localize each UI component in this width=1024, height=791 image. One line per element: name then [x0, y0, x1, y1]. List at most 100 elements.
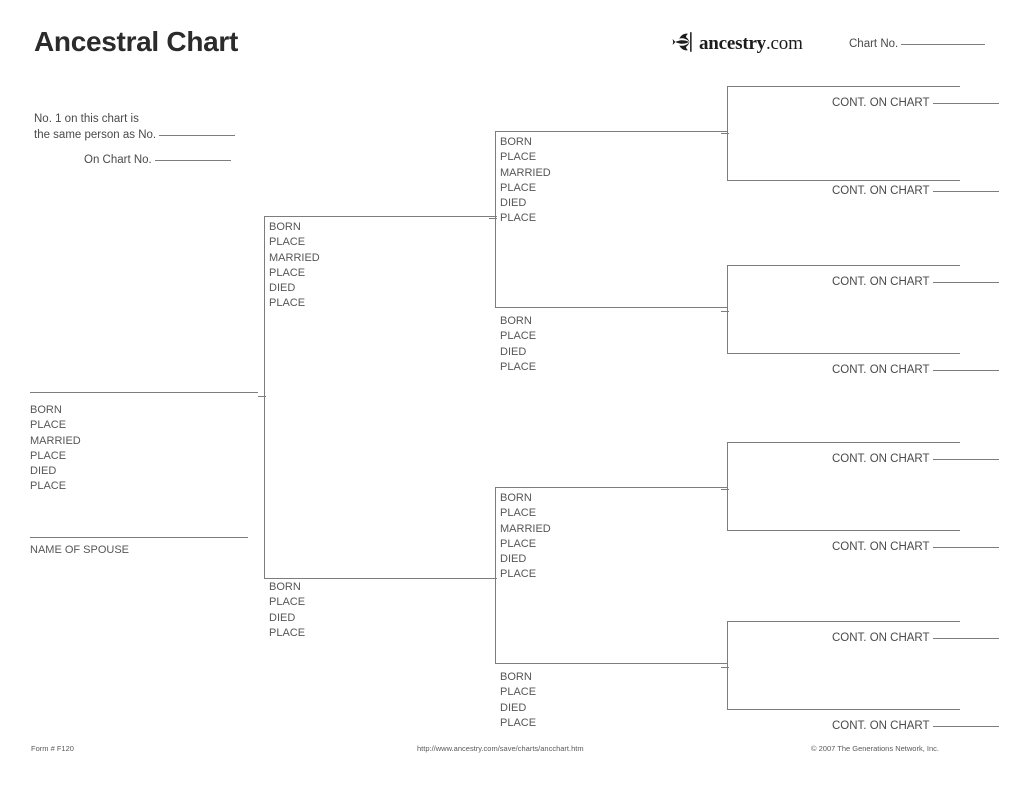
gen1-married: MARRIED [30, 434, 81, 447]
gen2-mother-place-1: PLACE [269, 596, 306, 609]
gen3-pgf-name-line[interactable] [495, 131, 728, 132]
gen2-father-place-1: PLACE [269, 236, 306, 249]
gen2-father-died: DIED [269, 282, 296, 295]
same-person-number-blank[interactable] [159, 135, 236, 136]
gen3-mgm-name-line[interactable] [495, 663, 728, 664]
cont-on-chart-8: CONT. ON CHART [832, 720, 999, 732]
gen2-father-married: MARRIED [269, 251, 320, 264]
cont-on-chart-5-blank[interactable] [932, 459, 999, 460]
gen3-mgm-fields: BORN PLACE DIED PLACE [500, 670, 536, 731]
logo-tld: .com [766, 33, 803, 54]
cont-on-chart-1-blank[interactable] [932, 103, 999, 104]
gen3-mgf-married: MARRIED [500, 522, 551, 535]
cont-on-chart-2: CONT. ON CHART [832, 185, 999, 197]
gen3-mgf-place-2: PLACE [500, 537, 537, 550]
gen3-mgm-died: DIED [500, 701, 527, 714]
gen3-mgf-place-3: PLACE [500, 568, 537, 581]
gen2-father-to-gen3-connector [489, 218, 497, 219]
gen3-mgf-fields: BORN PLACE MARRIED PLACE DIED PLACE [500, 491, 551, 583]
gen4-bracket-1-bottom-line[interactable] [727, 180, 960, 181]
cont-on-chart-3-blank[interactable] [932, 282, 999, 283]
same-person-note: No. 1 on this chart is the same person a… [34, 111, 236, 143]
chart-no-label: Chart No. [849, 38, 899, 50]
gen2-mother-place-2: PLACE [269, 626, 306, 639]
gen3-pgm-name-line[interactable] [495, 307, 728, 308]
cont-on-chart-4: CONT. ON CHART [832, 364, 999, 376]
cont-on-chart-5: CONT. ON CHART [832, 453, 999, 465]
gen4-bracket-1-top-line[interactable] [727, 86, 960, 87]
gen3-pgm-fields: BORN PLACE DIED PLACE [500, 314, 536, 375]
gen1-place-3: PLACE [30, 480, 67, 493]
cont-on-chart-7: CONT. ON CHART [832, 632, 999, 644]
same-person-line2: the same person as No. [34, 129, 157, 141]
page-title: Ancestral Chart [34, 26, 239, 57]
gen4-bracket-2-bottom-line[interactable] [727, 353, 960, 354]
cont-on-chart-2-label: CONT. ON CHART [832, 185, 930, 197]
gen1-spouse-label: NAME OF SPOUSE [30, 544, 130, 556]
gen3-pgf-to-gen4-connector [721, 133, 729, 134]
gen1-fields: BORN PLACE MARRIED PLACE DIED PLACE [30, 403, 81, 495]
cont-on-chart-7-blank[interactable] [932, 638, 999, 639]
gen1-name-line[interactable] [30, 392, 258, 393]
chart-no-field: Chart No. [849, 38, 986, 50]
cont-on-chart-6-label: CONT. ON CHART [832, 541, 930, 553]
footer-form-number: Form # F120 [31, 744, 74, 753]
gen1-spouse-line[interactable] [30, 537, 248, 538]
gen3-mgm-place-1: PLACE [500, 686, 537, 699]
cont-on-chart-4-blank[interactable] [932, 370, 999, 371]
gen3-mgf-to-gen4-connector [721, 489, 729, 490]
gen2-mother-to-gen3-connector [489, 578, 497, 579]
gen3-pgf-place-3: PLACE [500, 212, 537, 225]
gen3-mgm-born: BORN [500, 671, 532, 683]
gen1-place-2: PLACE [30, 449, 67, 462]
gen2-father-place-2: PLACE [269, 266, 306, 279]
gen4-bracket-1-spine [727, 86, 728, 180]
gen3-mgm-place-2: PLACE [500, 716, 537, 729]
gen2-father-name-line[interactable] [264, 216, 497, 217]
gen1-to-gen2-connector [258, 396, 266, 397]
on-chart-no-note: On Chart No. [84, 154, 231, 166]
cont-on-chart-2-blank[interactable] [932, 191, 999, 192]
gen4-bracket-3-bottom-line[interactable] [727, 530, 960, 531]
gen3-mgf-died: DIED [500, 553, 527, 566]
gen3-pgf-died: DIED [500, 197, 527, 210]
logo-wordmark: ancestry [699, 33, 766, 54]
chart-no-blank[interactable] [901, 44, 986, 45]
gen1-born: BORN [30, 404, 62, 416]
gen2-mother-name-line[interactable] [264, 578, 497, 579]
gen4-bracket-4-top-line[interactable] [727, 621, 960, 622]
gen2-father-place-3: PLACE [269, 297, 306, 310]
gen2-mother-died: DIED [269, 611, 296, 624]
gen3-pgm-place-1: PLACE [500, 330, 537, 343]
cont-on-chart-4-label: CONT. ON CHART [832, 364, 930, 376]
gen4-bracket-3-top-line[interactable] [727, 442, 960, 443]
cont-on-chart-5-label: CONT. ON CHART [832, 453, 930, 465]
cont-on-chart-3: CONT. ON CHART [832, 276, 999, 288]
gen3-pgm-place-2: PLACE [500, 360, 537, 373]
gen2-mother-born: BORN [269, 581, 301, 593]
cont-on-chart-6: CONT. ON CHART [832, 541, 999, 553]
cont-on-chart-1: CONT. ON CHART [832, 97, 999, 109]
gen1-died: DIED [30, 465, 57, 478]
gen2-father-born: BORN [269, 221, 301, 233]
gen3-lower-bracket-spine [495, 487, 496, 663]
footer-copyright: © 2007 The Generations Network, Inc. [811, 744, 939, 753]
ancestry-logo: ancestry.com [672, 27, 803, 55]
gen4-bracket-4-spine [727, 621, 728, 709]
cont-on-chart-7-label: CONT. ON CHART [832, 632, 930, 644]
gen4-bracket-2-top-line[interactable] [727, 265, 960, 266]
gen4-bracket-2-spine [727, 265, 728, 353]
on-chart-no-label: On Chart No. [84, 154, 152, 166]
gen3-mgf-name-line[interactable] [495, 487, 728, 488]
cont-on-chart-8-blank[interactable] [932, 726, 999, 727]
on-chart-no-blank[interactable] [154, 160, 231, 161]
gen3-pgf-fields: BORN PLACE MARRIED PLACE DIED PLACE [500, 135, 551, 227]
gen4-bracket-4-bottom-line[interactable] [727, 709, 960, 710]
cont-on-chart-6-blank[interactable] [932, 547, 999, 548]
gen3-upper-bracket-spine [495, 131, 496, 307]
same-person-line1: No. 1 on this chart is [34, 113, 139, 125]
ancestry-leaf-icon [672, 31, 698, 53]
gen3-mgf-place-1: PLACE [500, 507, 537, 520]
footer-url[interactable]: http://www.ancestry.com/save/charts/ancc… [417, 744, 584, 753]
